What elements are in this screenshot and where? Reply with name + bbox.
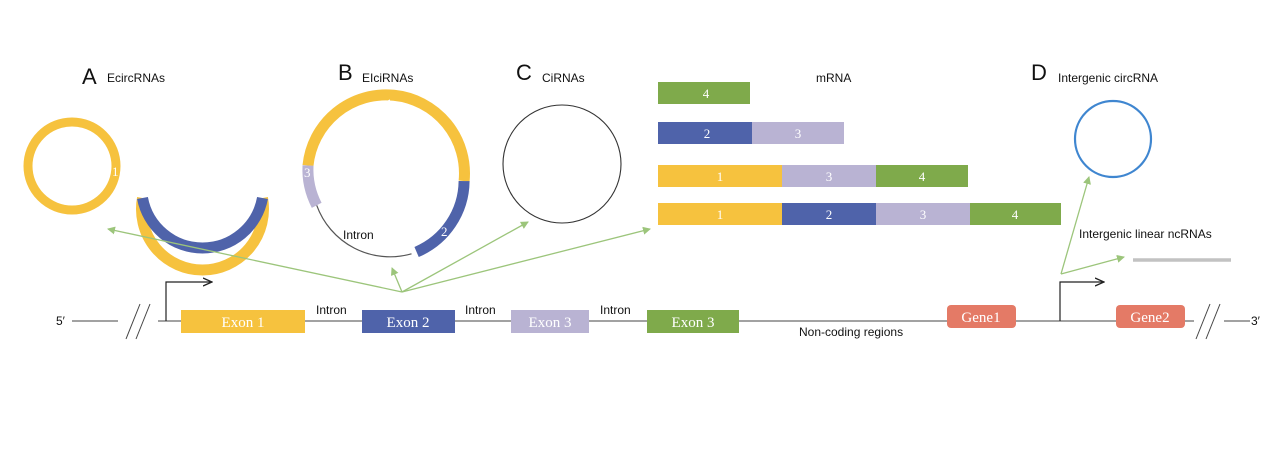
eicirna-segment-1-label: 1 bbox=[386, 96, 393, 111]
intergenic-arrows bbox=[1060, 176, 1125, 275]
mrna-row3-exon4 bbox=[876, 165, 968, 187]
mrna-row4-exon2 bbox=[782, 203, 876, 225]
noncoding-label: Non-coding regions bbox=[799, 325, 903, 339]
three-prime-label: 3′ bbox=[1251, 314, 1261, 328]
gene2-label: Gene2 bbox=[1130, 310, 1169, 326]
mrna-title: mRNA bbox=[816, 71, 851, 85]
arrow-to-mrna bbox=[401, 226, 651, 293]
ecircrna-segment-2-label: 2 bbox=[192, 220, 199, 235]
five-prime-label: 5′ bbox=[56, 314, 66, 328]
panel-b-title: EIciRNAs bbox=[362, 71, 413, 85]
break-mark-right-2 bbox=[1205, 303, 1221, 340]
eicirna-intron-arc bbox=[316, 205, 412, 258]
panel-b-letter: B bbox=[338, 60, 353, 85]
arrow-to-eicirna bbox=[391, 267, 403, 293]
eicirna-ring bbox=[302, 89, 470, 258]
panel-a-letter: A bbox=[82, 64, 97, 89]
mrna-row1-exon4-label: 4 bbox=[703, 86, 710, 101]
break-mark-right-1 bbox=[1195, 303, 1211, 340]
intergenic-linear-label: Intergenic linear ncRNAs bbox=[1079, 227, 1212, 241]
mrna-row-3: 1 3 4 bbox=[658, 165, 968, 187]
exon3b-box bbox=[647, 310, 739, 333]
exon2-derivation-arrows bbox=[107, 221, 651, 293]
mrna-row2-exon2 bbox=[658, 122, 752, 144]
exon3a-label: Exon 3 bbox=[529, 315, 572, 331]
mrna-row2-exon3 bbox=[752, 122, 844, 144]
exon3a-box bbox=[511, 310, 589, 333]
panel-d-title: Intergenic circRNA bbox=[1058, 71, 1158, 85]
mrna-row3-exon4-label: 4 bbox=[919, 169, 926, 184]
gene1-label: Gene1 bbox=[961, 310, 1000, 326]
ecircrna-exon2-arc bbox=[137, 196, 268, 254]
tss-arrow-1 bbox=[165, 282, 212, 321]
arrow-to-intergenic-circrna bbox=[1060, 176, 1091, 275]
ecircrna-single-exon-ring bbox=[23, 117, 121, 215]
ecircrna-segment-1-label: 1 bbox=[200, 97, 207, 112]
mrna-row2-exon3-label: 3 bbox=[795, 126, 802, 141]
panel-c-letter: C bbox=[516, 60, 532, 85]
exon1-box bbox=[181, 310, 305, 333]
intron-label-1: Intron bbox=[316, 303, 347, 317]
mrna-row-4: 1 2 3 4 bbox=[658, 203, 1061, 225]
mrna-row4-exon4 bbox=[970, 203, 1061, 225]
break-mark-left-2 bbox=[135, 303, 151, 340]
arrow-to-cirna bbox=[401, 221, 529, 293]
gene-map: 5′ 3′ Exon 1 Intron Exon 2 Intron Exon 3… bbox=[56, 282, 1261, 340]
arrow-to-intergenic-linear bbox=[1060, 254, 1125, 275]
backbone-gap-right bbox=[1194, 303, 1224, 339]
exon2-box bbox=[362, 310, 455, 333]
mrna-row1-exon4 bbox=[658, 82, 750, 104]
mrna-row3-exon1-label: 1 bbox=[717, 169, 724, 184]
eicirna-exon3-arc bbox=[302, 165, 322, 208]
cirna-intron-ring bbox=[502, 104, 622, 224]
break-mark-left-1 bbox=[125, 303, 141, 340]
intergenic-circrna-ring bbox=[1073, 99, 1153, 179]
arrow-to-ecircrna bbox=[107, 226, 403, 293]
mrna-row4-exon2-label: 2 bbox=[826, 207, 833, 222]
ecircrna-exon1-arc bbox=[136, 197, 269, 276]
intron-label-2: Intron bbox=[465, 303, 496, 317]
mrna-row4-exon1-label: 1 bbox=[717, 207, 724, 222]
eicirna-intron-label: Intron bbox=[343, 228, 374, 242]
exon2-label: Exon 2 bbox=[387, 315, 430, 331]
mrna-row2-exon2-label: 2 bbox=[704, 126, 711, 141]
ecircrna-small-segment-1-label: 1 bbox=[112, 164, 119, 179]
mrna-row3-exon3-label: 3 bbox=[826, 169, 833, 184]
mrna-row4-exon1 bbox=[658, 203, 782, 225]
exon1-label: Exon 1 bbox=[222, 315, 265, 331]
tss-arrow-2 bbox=[1059, 282, 1104, 321]
mrna-row-2: 2 3 bbox=[658, 122, 844, 144]
eicirna-exon2-arc bbox=[414, 180, 470, 258]
mrna-row-1: 4 bbox=[658, 82, 750, 104]
eicirna-exon1-arc bbox=[302, 89, 470, 182]
gene1-box bbox=[947, 305, 1016, 328]
mrna-row4-exon3-label: 3 bbox=[920, 207, 927, 222]
eicirna-segment-2-label: 2 bbox=[441, 224, 448, 239]
panel-a-title: EcircRNAs bbox=[107, 71, 165, 85]
mrna-row3-exon3 bbox=[782, 165, 876, 187]
panel-d-letter: D bbox=[1031, 60, 1047, 85]
mrna-row4-exon3 bbox=[876, 203, 970, 225]
ecircrna-two-exon-ring bbox=[136, 196, 269, 276]
mrna-row4-exon4-label: 4 bbox=[1012, 207, 1019, 222]
mrna-row3-exon1 bbox=[658, 165, 782, 187]
gene2-box bbox=[1116, 305, 1185, 328]
intron-label-3: Intron bbox=[600, 303, 631, 317]
panel-c-title: CiRNAs bbox=[542, 71, 585, 85]
exon3b-label: Exon 3 bbox=[672, 315, 715, 331]
eicirna-segment-3-label: 3 bbox=[304, 165, 311, 180]
